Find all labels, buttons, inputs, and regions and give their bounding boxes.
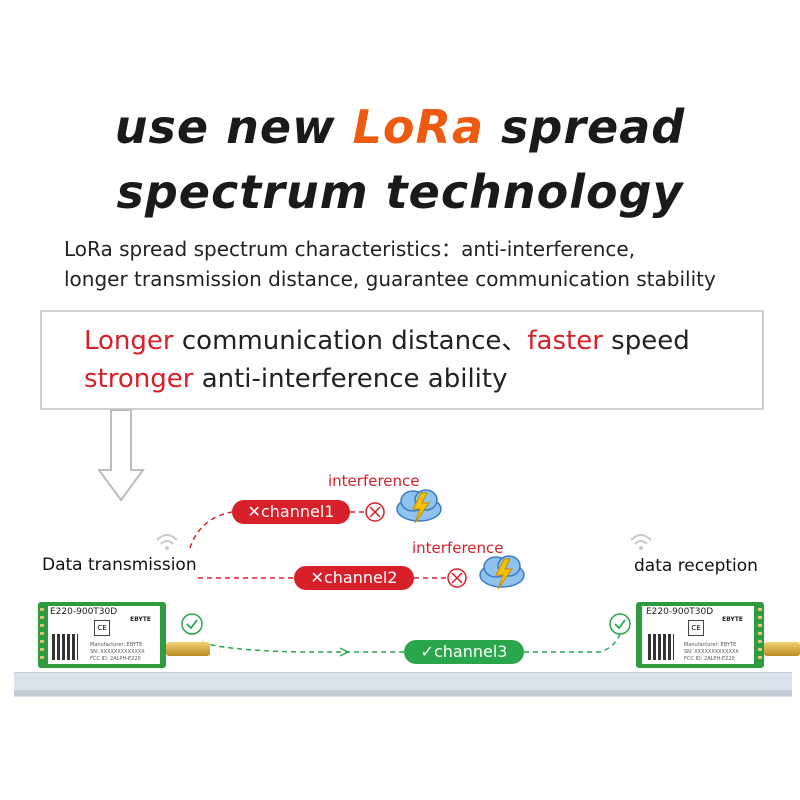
module-sn: SN: XXXXXXXXXXXXX [90,649,145,655]
board-edge [14,690,792,696]
ce-mark-icon: CE [94,620,110,636]
module-model: E220-900T30D [646,607,714,617]
subtitle: LoRa spread spectrum characteristics：ant… [64,234,764,294]
feature-text-1: communication distance、 [173,326,528,356]
wifi-signal-icon [156,534,178,550]
subtitle-line-2: longer transmission distance, guarantee … [64,267,716,291]
fail-mark: ✕ [247,502,261,521]
module-manufacturer: Manufacturer: EBYTE [684,642,737,648]
channel1-label: channel1 [260,502,335,521]
blocked-x-icon [365,502,385,522]
interference-label-2: interference [412,539,504,557]
fail-mark: ✕ [310,568,324,587]
down-arrow-icon [97,409,145,502]
channel2-pill: ✕channel2 [294,566,414,590]
qr-code-icon [52,634,78,660]
channel-lines [189,511,621,657]
module-fcc: FCC ID: 2ALPH-E220 [684,656,735,662]
check-circle-icon [181,613,203,635]
headline-line-1: use new LoRa spread [0,100,800,154]
headline-line-2: spectrum technology [116,165,684,219]
headline-lora-highlight: LoRa [352,100,484,154]
lora-module-left: E220-900T30D EBYTE CE Manufacturer: EBYT… [38,602,166,668]
feature-line-2: stronger anti-interference ability [84,360,764,398]
module-brand: EBYTE [722,616,743,623]
wifi-signal-icon [630,534,652,550]
feature-text-3: anti-interference ability [193,364,508,394]
subtitle-line-1: LoRa spread spectrum characteristics：ant… [64,237,636,261]
feature-box [40,310,764,410]
channel3-pill: ✓channel3 [404,640,524,664]
antenna-connector-icon [166,642,210,656]
data-transmission-label: Data transmission [42,555,197,575]
thunder-cloud-icon [479,555,525,590]
blocked-x-icon [447,568,467,588]
thunder-cloud-icon [396,489,442,524]
module-fcc: FCC ID: 2ALPH-E220 [90,656,141,662]
ce-mark-icon: CE [688,620,704,636]
module-manufacturer: Manufacturer: EBYTE [90,642,143,648]
feature-highlight-stronger: stronger [84,364,194,394]
channel1-pill: ✕channel1 [232,500,350,524]
lora-module-right: E220-900T30D EBYTE CE Manufacturer: EBYT… [636,602,764,668]
module-brand: EBYTE [130,616,151,623]
channel3-label: channel3 [433,642,508,661]
headline-text: use new [114,100,353,154]
feature-line-1: Longer communication distance、faster spe… [84,322,764,360]
check-circle-icon [609,613,631,635]
feature-text-2: speed [602,326,690,356]
module-model: E220-900T30D [50,607,118,617]
feature-highlight-longer: Longer [84,326,174,356]
antenna-connector-icon [764,642,800,656]
module-sn: SN: XXXXXXXXXXXXX [684,649,739,655]
headline-text: spread [484,100,686,154]
channel2-label: channel2 [323,568,398,587]
data-reception-label: data reception [634,556,758,576]
feature-text: Longer communication distance、faster spe… [84,322,764,398]
interference-label-1: interference [328,472,420,490]
ok-mark: ✓ [420,642,434,661]
qr-code-icon [648,634,674,660]
feature-highlight-faster: faster [527,326,603,356]
